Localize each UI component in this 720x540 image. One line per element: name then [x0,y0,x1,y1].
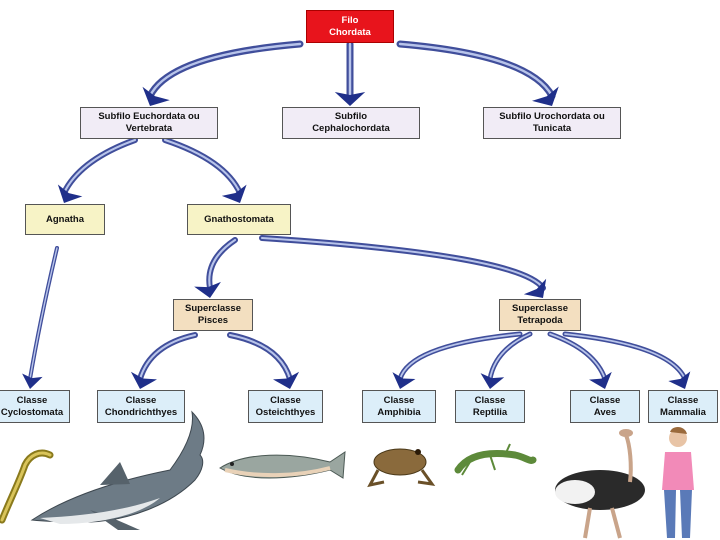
lamprey-illustration [0,449,54,524]
arrow-tetrapoda-to-aves [547,331,612,389]
node-classe-amphibia: Classe Amphibia [362,390,436,423]
lizard-illustration [454,443,537,476]
arrow-euchordata-to-agnatha [57,137,138,203]
arrow-root-to-euchordata [142,40,304,106]
arrow-pisces-to-chondrichthyes [130,332,198,389]
arrow-tetrapoda-to-mammalia [562,331,691,389]
node-classe-mammalia: Classe Mammalia [648,390,718,423]
node-gnathostomata: Gnathostomata [187,204,291,235]
frog-illustration [367,448,436,488]
arrow-root-to-urochordata [396,40,559,106]
arrow-agnatha-to-cyclostomata [22,246,59,389]
node-classe-osteichthyes: Classe Osteichthyes [248,390,323,423]
arrow-gnathostomata-to-pisces [194,237,238,298]
arrow-tetrapoda-to-amphibia [392,331,523,389]
arrow-tetrapoda-to-reptilia [480,331,533,389]
arrow-pisces-to-osteichthyes [227,332,300,389]
node-subfilo-euchordata: Subfilo Euchordata ou Vertebrata [80,107,218,139]
node-agnatha: Agnatha [25,204,105,235]
arrow-euchordata-to-gnathostomata [162,137,247,203]
node-subfilo-cephalochordata: Subfilo Cephalochordata [282,107,420,139]
arrow-gnathostomata-to-tetrapoda [259,235,547,298]
ostrich-illustration [555,429,645,539]
node-classe-reptilia: Classe Reptilia [455,390,525,423]
node-filo-chordata: Filo Chordata [306,10,394,43]
node-classe-aves: Classe Aves [570,390,640,423]
node-superclasse-tetrapoda: Superclasse Tetrapoda [499,299,581,331]
shark-illustration [30,410,205,530]
node-classe-cyclostomata: Classe Cyclostomata [0,390,70,423]
arrow-root-to-cephalochordata [334,40,366,106]
node-classe-chondrichthyes: Classe Chondrichthyes [97,390,185,423]
node-superclasse-pisces: Superclasse Pisces [173,299,253,331]
human-illustration [662,426,694,538]
fish-illustration [219,451,346,479]
node-subfilo-urochordata: Subfilo Urochordata ou Tunicata [483,107,621,139]
